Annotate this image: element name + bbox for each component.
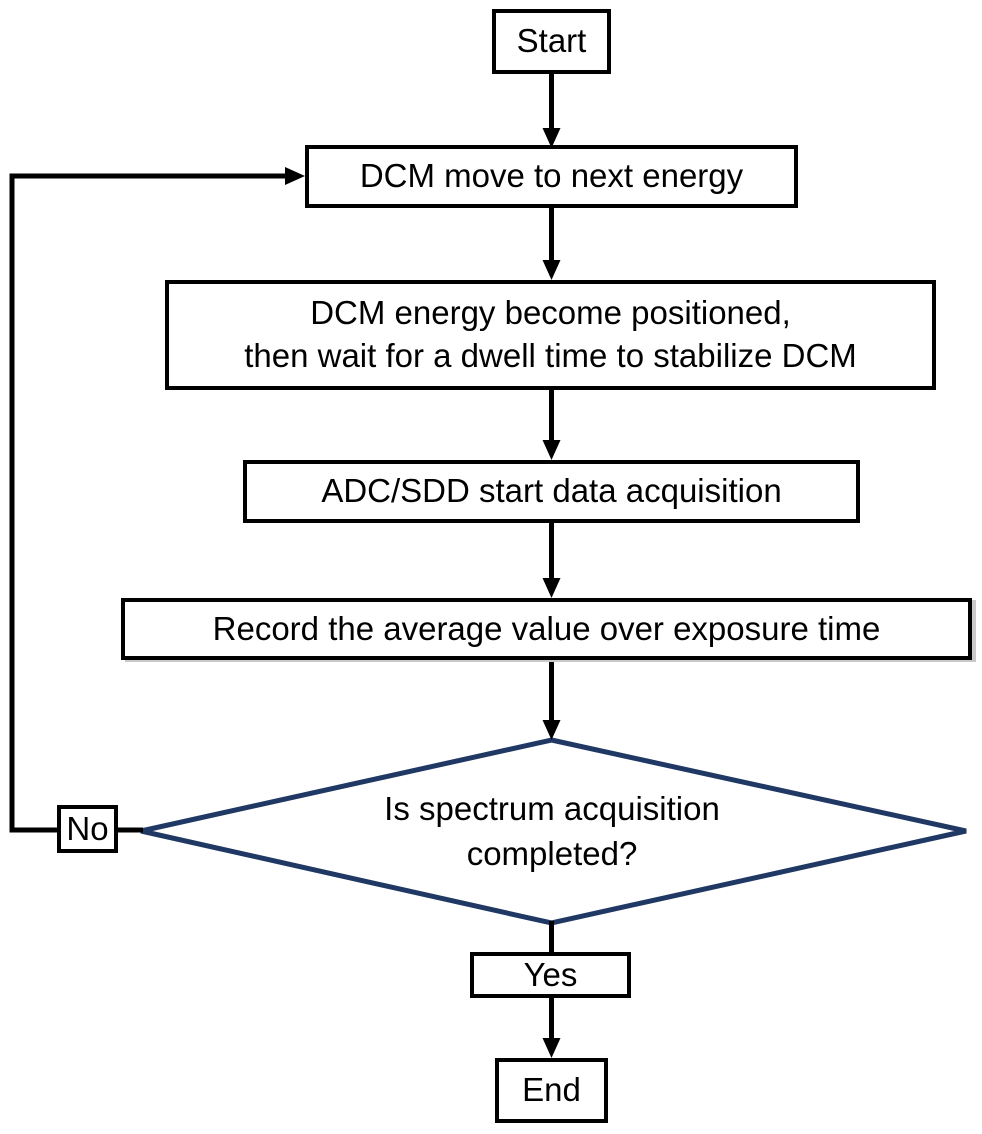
branch-label-no: No: [57, 805, 118, 853]
edge-start-to-dcm-move: [542, 74, 561, 148]
arrowhead-icon: [542, 128, 561, 148]
node-dcm-move-label: DCM move to next energy: [359, 157, 744, 195]
arrowhead-icon: [542, 260, 561, 280]
arrowhead-icon: [542, 440, 561, 460]
arrowhead-icon: [285, 167, 305, 185]
branch-label-yes: Yes: [470, 952, 631, 998]
node-start: Start: [492, 9, 611, 74]
arrowhead-icon: [542, 720, 561, 740]
arrowhead-icon: [542, 578, 561, 598]
node-adc-acquire: ADC/SDD start data acquisition: [243, 460, 860, 523]
arrowhead-icon: [542, 1038, 561, 1058]
node-end-label: End: [522, 1071, 581, 1109]
node-dcm-move: DCM move to next energy: [305, 145, 798, 208]
edge-yes-to-end: [542, 997, 561, 1058]
node-record-average: Record the average value over exposure t…: [121, 598, 972, 660]
node-dcm-stabilize: DCM energy become positioned, then wait …: [165, 280, 936, 390]
node-adc-acquire-label: ADC/SDD start data acquisition: [321, 472, 782, 510]
node-decision-label: Is spectrum acquisition completed?: [252, 786, 852, 878]
edge-stabilize-to-adc: [542, 390, 561, 460]
branch-no-text: No: [66, 809, 109, 847]
branch-yes-text: Yes: [523, 955, 578, 993]
node-end: End: [495, 1058, 608, 1123]
node-start-label: Start: [516, 22, 587, 60]
edge-adc-to-record: [542, 523, 561, 598]
edge-record-to-decision: [542, 660, 561, 740]
decision-question-text: Is spectrum acquisition completed?: [384, 790, 720, 872]
node-record-average-label: Record the average value over exposure t…: [212, 609, 881, 647]
node-dcm-stabilize-label: DCM energy become positioned, then wait …: [244, 294, 857, 374]
edge-dcm-move-to-stabilize: [542, 208, 561, 280]
